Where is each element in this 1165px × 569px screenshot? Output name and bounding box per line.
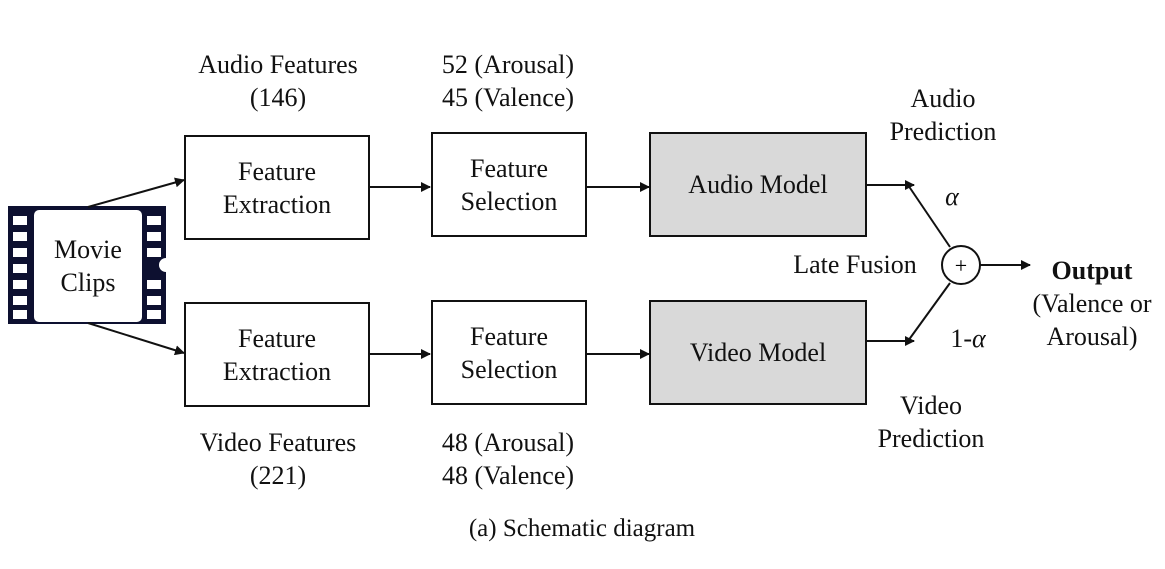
video-valence-count: 48 (Valence) <box>441 461 575 490</box>
video-prediction-line2: Prediction <box>877 424 985 453</box>
audio-extraction-line2: Extraction <box>222 189 332 219</box>
audio-prediction-label: Audio Prediction <box>870 82 1016 148</box>
audio-features-title: Audio Features <box>198 50 358 79</box>
audio-prediction-line2: Prediction <box>889 117 997 146</box>
figure-caption: (a) Schematic diagram <box>382 512 782 545</box>
output-label: Output (Valence or Arousal) <box>1022 254 1162 353</box>
audio-feature-selection-box: Feature Selection <box>431 132 587 237</box>
audio-selection-line1: Feature <box>470 153 548 183</box>
movie-clips-line2: Clips <box>60 268 116 297</box>
line-video-to-fusion <box>907 282 951 342</box>
alpha-weight: α <box>936 180 968 213</box>
video-prediction-line1: Video <box>900 391 962 420</box>
audio-valence-count: 45 (Valence) <box>441 83 575 112</box>
line-audio-to-fusion <box>907 184 951 248</box>
late-fusion-text: Late Fusion <box>793 250 917 279</box>
arrow-movie-to-audio-extraction <box>87 177 185 208</box>
fusion-symbol: + <box>955 253 967 278</box>
movie-clips-line1: Movie <box>54 235 122 264</box>
video-extraction-line2: Extraction <box>222 356 332 386</box>
output-line1: (Valence or <box>1032 289 1152 318</box>
alpha-symbol: α <box>945 182 959 211</box>
alpha-symbol-video: α <box>972 324 986 353</box>
video-model-box: Video Model <box>649 300 867 405</box>
one-minus-prefix: 1- <box>950 324 972 353</box>
audio-feature-extraction-box: Feature Extraction <box>184 135 370 240</box>
video-features-count: (221) <box>249 461 307 490</box>
video-features-title: Video Features <box>199 428 357 457</box>
output-line2: Arousal) <box>1046 322 1138 351</box>
video-arousal-count: 48 (Arousal) <box>441 428 575 457</box>
audio-features-count: (146) <box>249 83 307 112</box>
arrow-movie-to-video-extraction <box>87 322 185 356</box>
video-prediction-label: Video Prediction <box>858 389 1004 455</box>
video-selection-counts: 48 (Arousal) 48 (Valence) <box>408 426 608 492</box>
video-feature-extraction-box: Feature Extraction <box>184 302 370 407</box>
video-feature-selection-box: Feature Selection <box>431 300 587 405</box>
audio-features-label: Audio Features (146) <box>178 48 378 114</box>
video-selection-line2: Selection <box>460 354 558 384</box>
audio-extraction-line1: Feature <box>238 156 316 186</box>
audio-model-box: Audio Model <box>649 132 867 237</box>
audio-arousal-count: 52 (Arousal) <box>441 50 575 79</box>
audio-selection-counts: 52 (Arousal) 45 (Valence) <box>408 48 608 114</box>
video-selection-line1: Feature <box>470 321 548 351</box>
output-title: Output <box>1051 256 1133 285</box>
late-fusion-label: Late Fusion <box>780 248 930 281</box>
video-model-label: Video Model <box>689 338 827 367</box>
audio-model-label: Audio Model <box>688 170 828 199</box>
movie-clips-box: Movie Clips <box>34 210 142 322</box>
one-minus-alpha-weight: 1-α <box>936 322 1000 355</box>
video-features-label: Video Features (221) <box>178 426 378 492</box>
caption-text: (a) Schematic diagram <box>468 515 696 542</box>
audio-selection-line2: Selection <box>460 186 558 216</box>
video-extraction-line1: Feature <box>238 323 316 353</box>
audio-prediction-line1: Audio <box>910 84 976 113</box>
